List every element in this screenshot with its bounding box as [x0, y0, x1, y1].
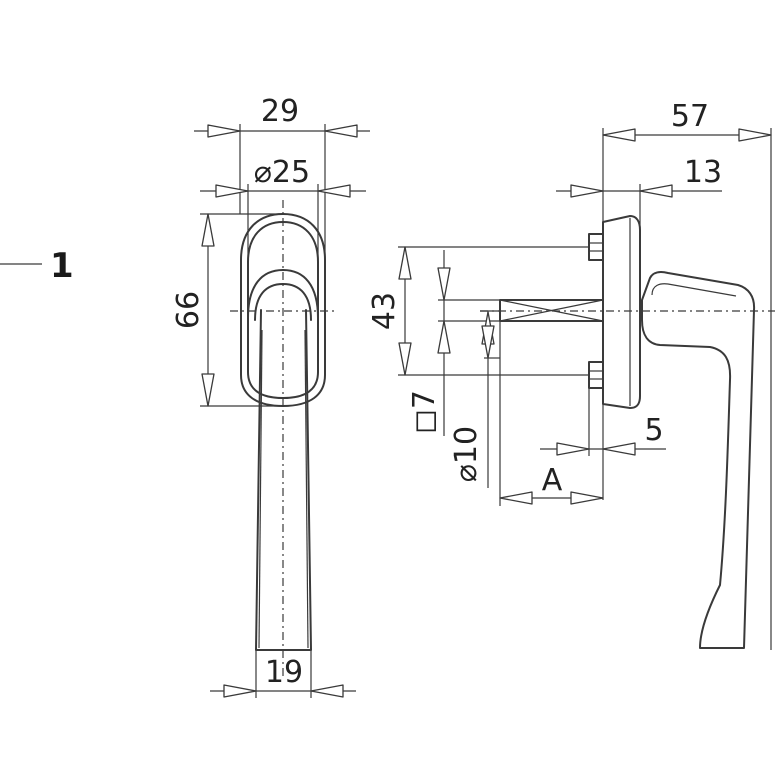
lever-side-inner-line: [651, 283, 737, 297]
lever-shaft: [255, 309, 312, 651]
dim-43-arrow-top: [398, 246, 412, 280]
rose-plate-side: [602, 215, 641, 409]
dim-5-arrow-left: [556, 442, 590, 456]
dim-7-arrow-top: [437, 267, 451, 301]
dim-57-arrow-right: [738, 128, 772, 142]
lever-shaft-edge-right: [304, 329, 309, 649]
dim-overall-depth: 57: [671, 99, 709, 134]
callout-1: 1: [0, 246, 74, 286]
screw-top: [588, 233, 604, 261]
dim-rose-height: 66: [171, 291, 206, 329]
dim-43-arrow-bottom: [398, 342, 412, 376]
dim-a-arrow-left: [499, 491, 533, 505]
dim-25-arrow-left: [215, 184, 249, 198]
dim-13-arrow-left: [570, 184, 604, 198]
dim-29-arrow-right: [324, 124, 358, 138]
dim-rose-diameter: ⌀25: [254, 155, 310, 190]
dim-25-arrow-right: [317, 184, 351, 198]
lever-hub-inner: [254, 283, 312, 321]
dim-7-arrow-bottom: [437, 320, 451, 354]
lever-hub: [247, 269, 319, 361]
screw-bottom: [588, 361, 604, 389]
dim-5-arrow-right: [602, 442, 636, 456]
dim-lever-width: 19: [265, 655, 303, 690]
dim-66-arrow-top: [201, 213, 215, 247]
dim-19-arrow-right: [310, 684, 344, 698]
front-view: 29 ⌀25 66 19: [171, 94, 370, 698]
dim-spindle-diameter: ⌀10: [449, 426, 484, 482]
dim-screw-spacing: 43: [367, 292, 402, 330]
dim-29-arrow-left: [207, 124, 241, 138]
lever-shaft-edge-left: [258, 329, 263, 649]
dim-a-arrow-right: [570, 491, 604, 505]
dim-spindle-square: ◻7: [407, 390, 442, 434]
dim-overall-width: 29: [261, 94, 299, 129]
dim-19-arrow-left: [223, 684, 257, 698]
callout-label: 1: [50, 246, 74, 286]
lever-side-profile: [641, 271, 756, 649]
dim-66-arrow-bottom: [201, 373, 215, 407]
dim-plate-offset: 5: [644, 413, 663, 448]
rose-outer: [240, 213, 326, 407]
dim-57-arrow-left: [602, 128, 636, 142]
side-view: 57 13 43 ◻7 ⌀10 5: [367, 99, 775, 650]
spindle-cross-b: [499, 299, 604, 322]
dim-rose-depth: 13: [684, 155, 722, 190]
dim-spindle-length: A: [542, 463, 563, 498]
dim-13-arrow-right: [639, 184, 673, 198]
